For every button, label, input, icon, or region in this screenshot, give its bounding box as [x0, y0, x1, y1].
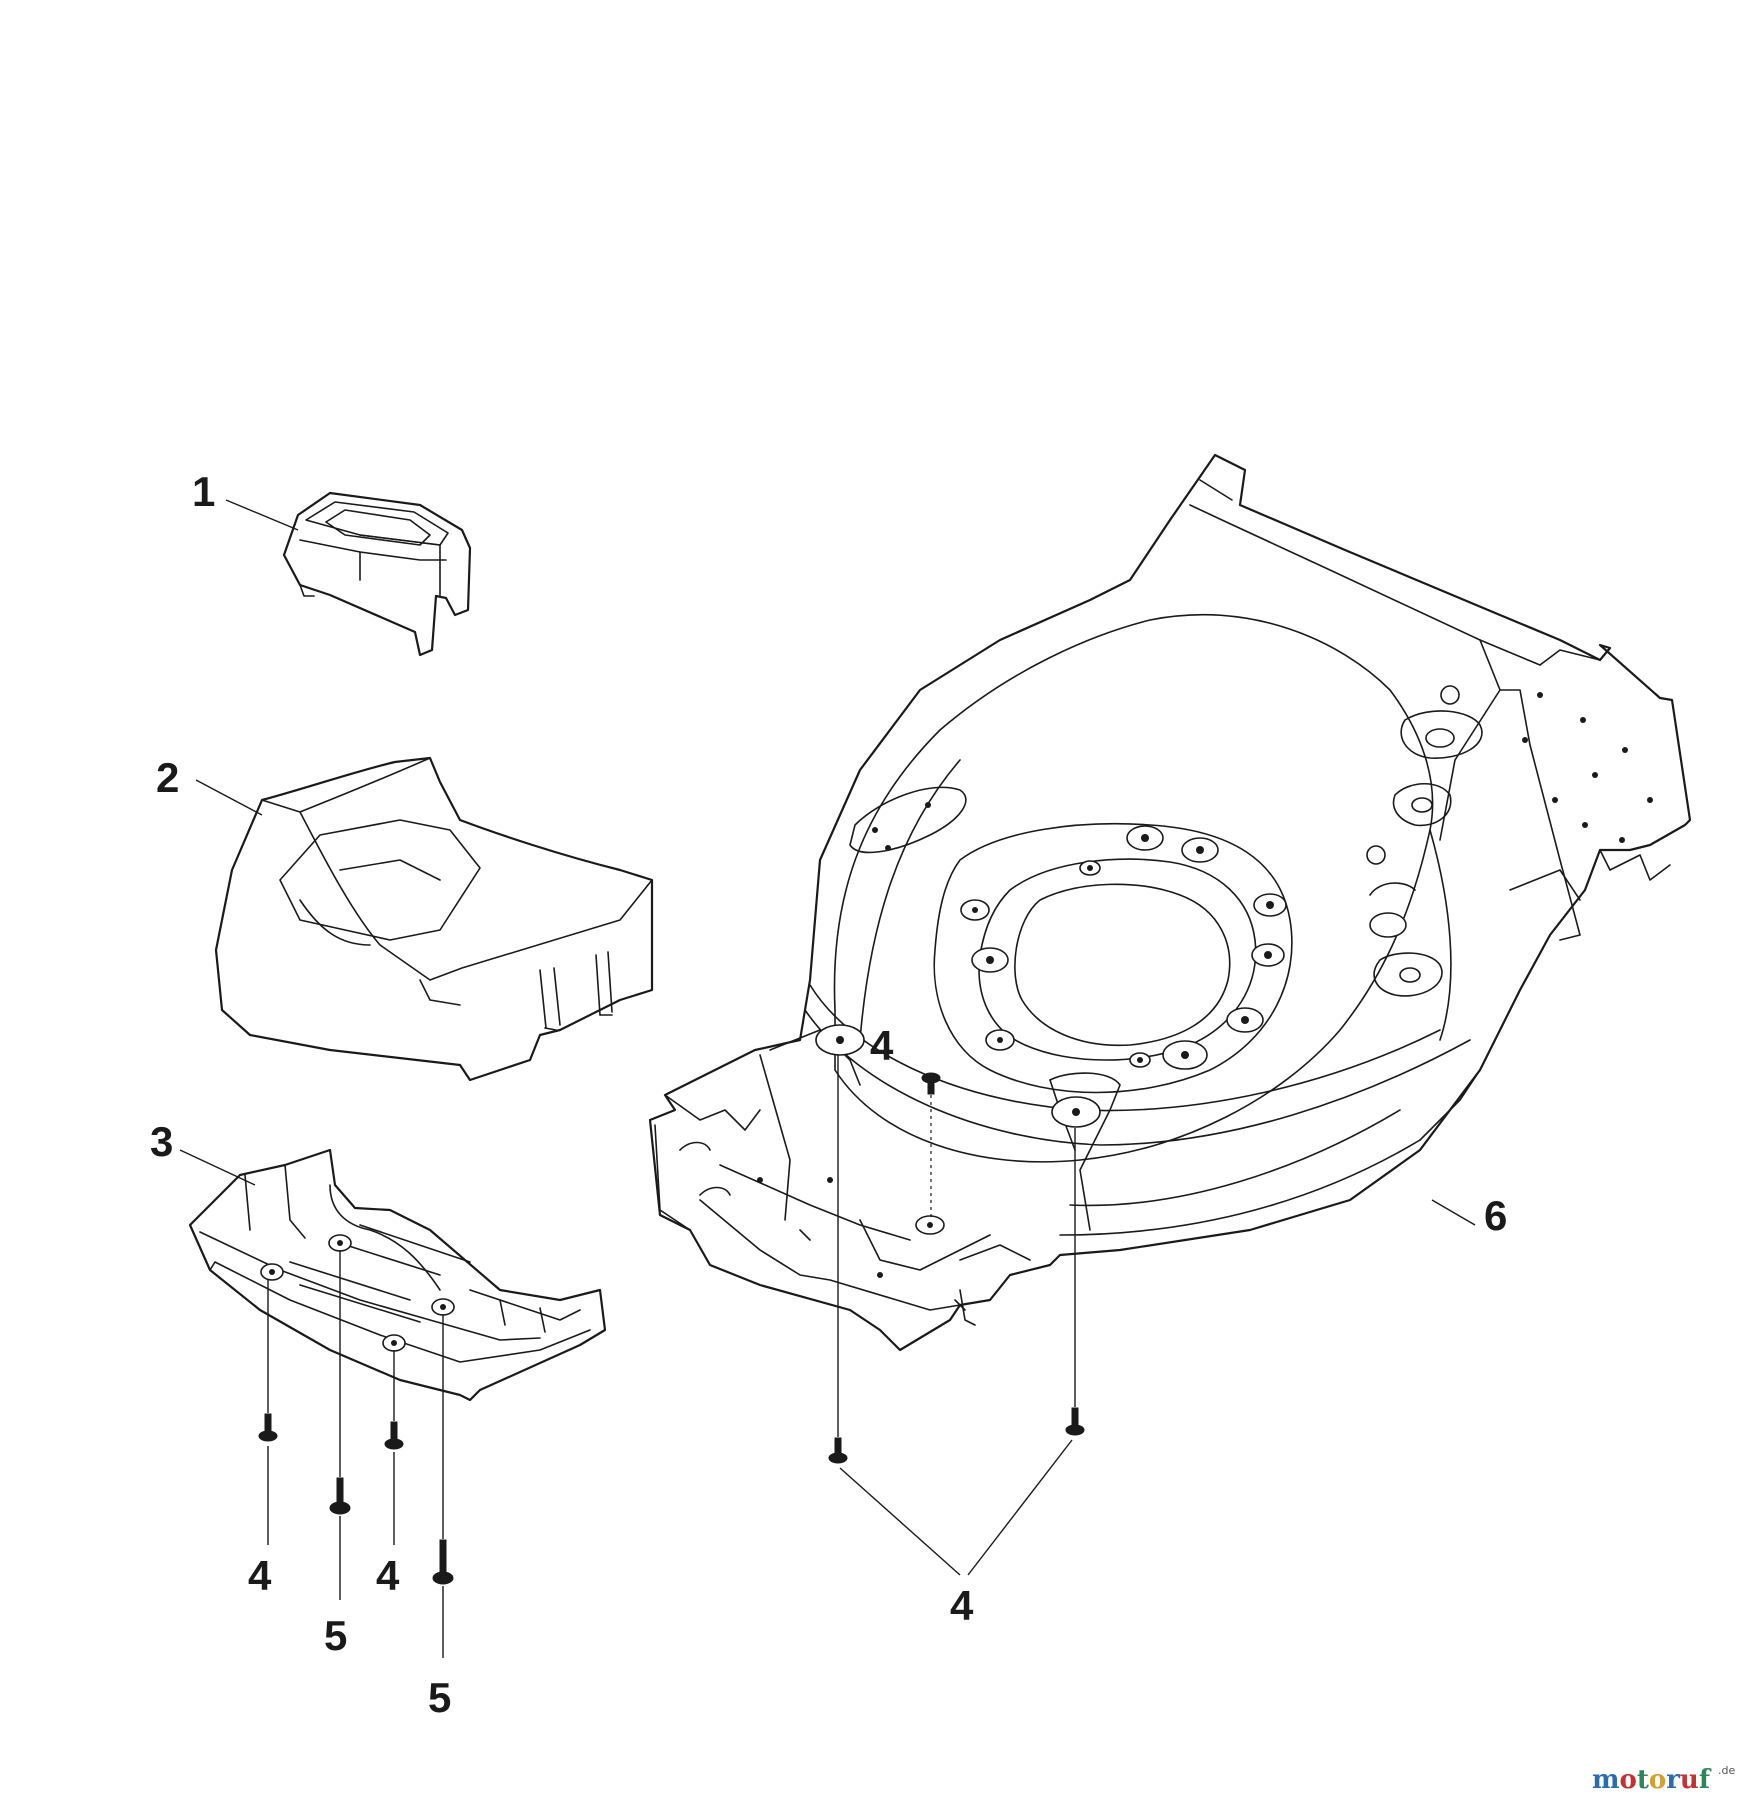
leader-lines — [179, 499, 1476, 1658]
motoruf-watermark: motoruf .de — [1592, 1764, 1735, 1795]
screw-cover-d — [432, 1539, 454, 1585]
watermark-letter: f — [1699, 1765, 1712, 1795]
watermark-logo: motoruf — [1592, 1765, 1712, 1795]
label-part-5-b: 5 — [428, 1674, 451, 1721]
part-1-handle-cap — [282, 491, 472, 657]
watermark-letter: o — [1649, 1765, 1666, 1795]
screw-cover-c — [384, 1421, 404, 1450]
label-part-2: 2 — [156, 754, 179, 801]
part-2-rear-cover — [214, 756, 654, 1082]
watermark-letter: u — [1680, 1765, 1699, 1795]
label-part-4-bottom: 4 — [950, 1582, 974, 1629]
label-part-3: 3 — [150, 1118, 173, 1165]
part-3-front-skid-cover — [188, 1148, 607, 1402]
label-part-4-left-a: 4 — [248, 1552, 272, 1599]
deck-bosses — [960, 825, 1287, 1070]
watermark-suffix: .de — [1718, 1764, 1735, 1777]
screw-cover-b — [329, 1477, 351, 1515]
screws — [258, 1055, 1085, 1585]
label-part-1: 1 — [192, 468, 215, 515]
part-number-labels: 1 2 3 4 4 4 4 5 5 6 — [150, 468, 1507, 1721]
screw-deck-bottom-right — [1065, 1407, 1085, 1436]
label-part-4-left-b: 4 — [376, 1552, 400, 1599]
screw-deck-bottom-left — [828, 1437, 848, 1464]
screw-deck — [921, 1072, 941, 1095]
part-6-mower-deck — [648, 453, 1692, 1352]
label-part-4-deck: 4 — [870, 1022, 894, 1069]
watermark-letter: t — [1637, 1765, 1649, 1795]
screw-cover-a — [258, 1413, 278, 1442]
watermark-letter: o — [1620, 1765, 1637, 1795]
label-part-5-a: 5 — [324, 1612, 347, 1659]
label-part-6: 6 — [1484, 1192, 1507, 1239]
watermark-letter: m — [1592, 1765, 1620, 1795]
watermark-letter: r — [1666, 1765, 1680, 1795]
